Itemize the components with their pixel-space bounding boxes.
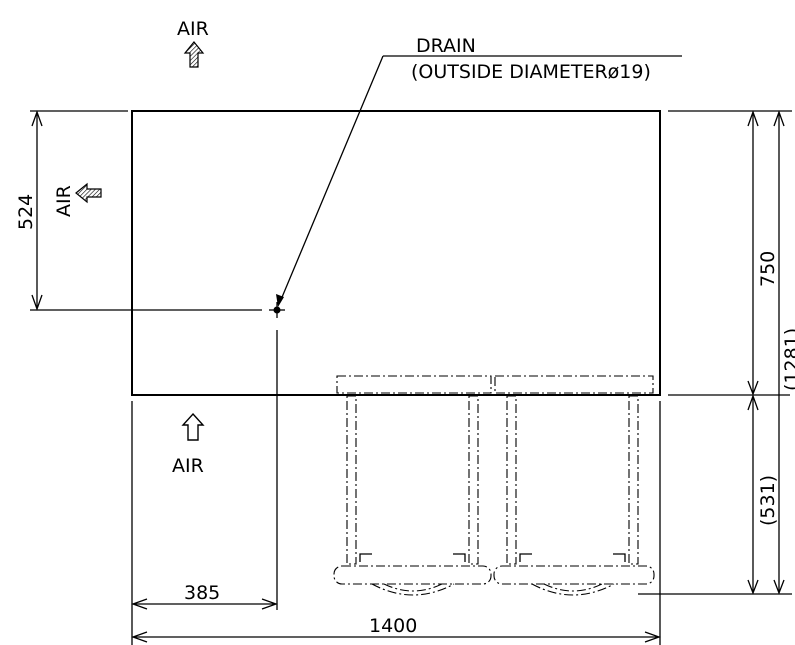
drain-title: DRAIN — [416, 35, 476, 57]
dimension-385-label: 385 — [184, 582, 220, 604]
dimension-385: 385 — [131, 582, 278, 610]
hollow-arrow-up-icon — [181, 412, 205, 441]
dimension-531-label: (531) — [757, 475, 779, 526]
dimension-1400-label: 1400 — [369, 615, 417, 637]
dimension-750: 750 — [747, 110, 779, 396]
air-label-top: AIR — [177, 18, 209, 40]
dimension-531: (531) — [747, 394, 779, 595]
unit-body-outline — [131, 110, 661, 396]
dimension-1281-label: (1281) — [781, 328, 795, 391]
hatched-arrow-right-icon — [75, 182, 102, 204]
dimension-524-label: 524 — [15, 194, 37, 230]
dimension-extension-lines-right — [638, 110, 792, 595]
drain-spec: (OUTSIDE DIAMETERø19) — [411, 61, 651, 83]
dimension-1281: (1281) — [773, 110, 795, 595]
drain-crosshair-icon — [269, 302, 285, 318]
dimension-1400: 1400 — [131, 615, 661, 643]
dimension-524: 524 — [15, 110, 262, 311]
drain-leader-line — [279, 55, 384, 303]
drain-leader-arrowhead — [276, 294, 284, 307]
dimension-extension-lines-bottom — [131, 330, 661, 645]
dimension-750-label: 750 — [757, 251, 779, 287]
air-label-bottom: AIR — [172, 455, 204, 477]
hatched-arrow-up-icon — [183, 41, 205, 68]
fan-guard-assembly — [333, 375, 655, 596]
air-label-left: AIR — [53, 185, 75, 217]
